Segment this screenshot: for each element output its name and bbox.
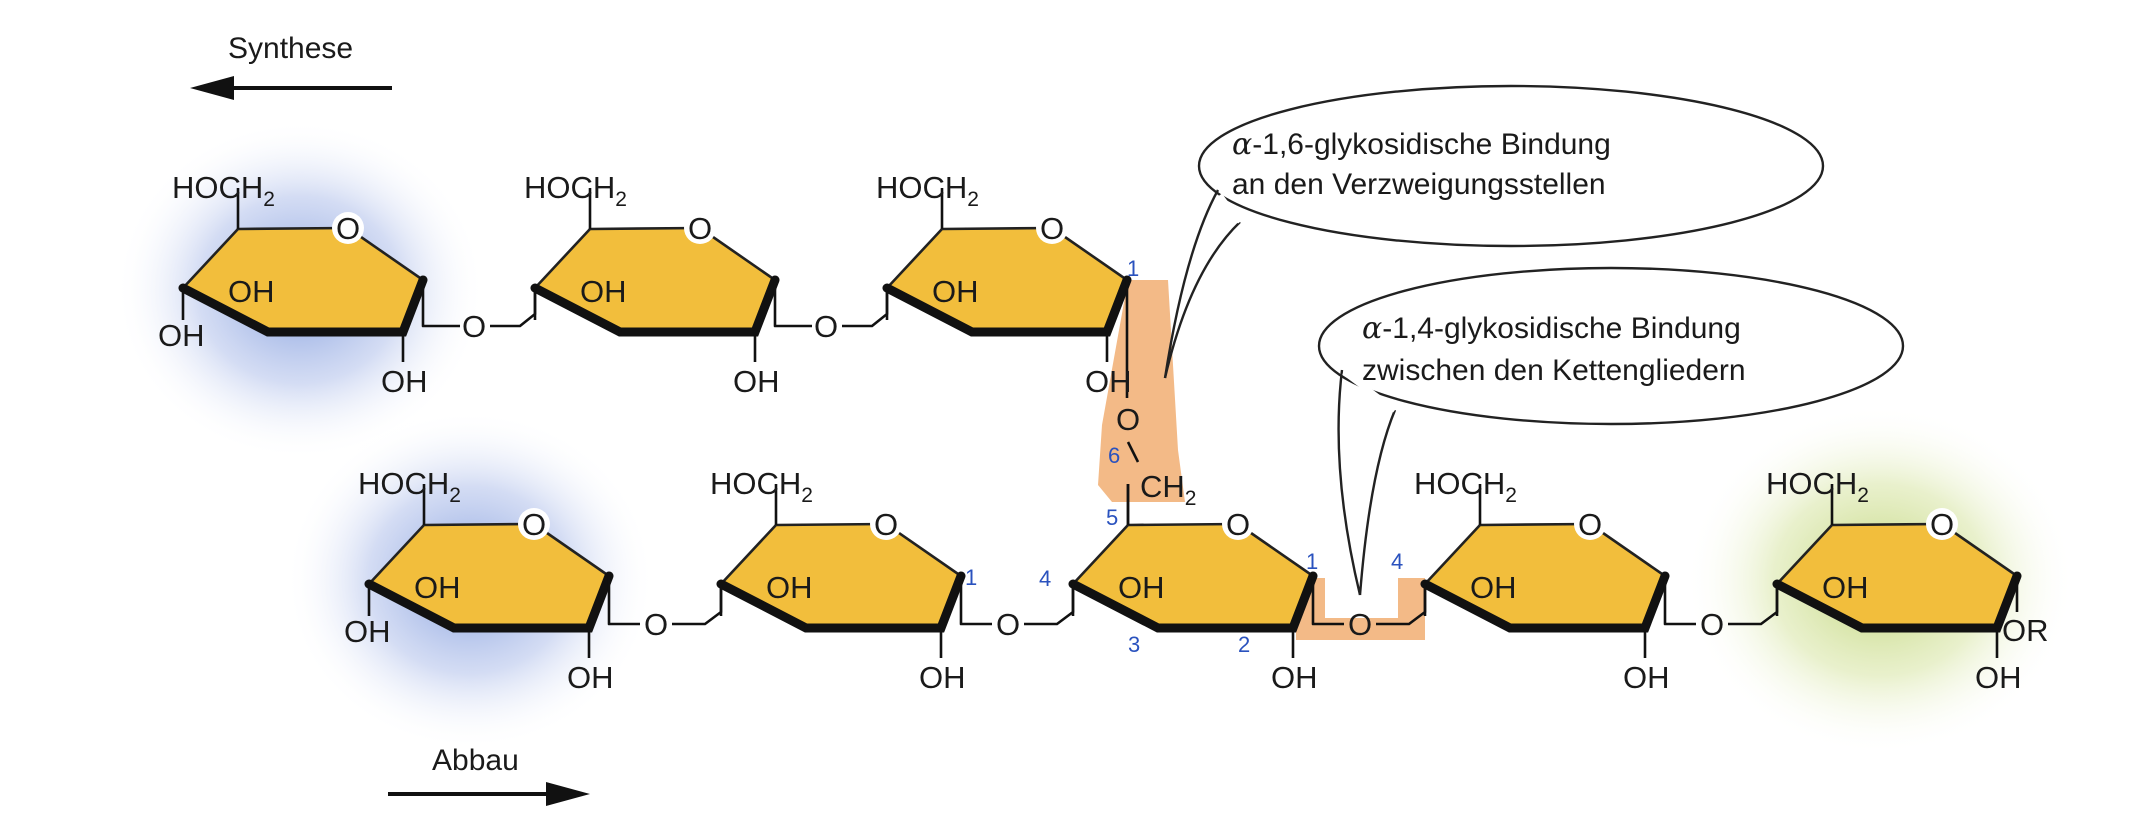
hoch2-label: HOCH2 (172, 170, 275, 211)
or-label: OR (2002, 613, 2049, 648)
ring-oxygen: O (1578, 507, 1602, 542)
linkage-top-1-2b (490, 288, 537, 328)
ch2-label: CH2 (1140, 469, 1196, 510)
ring-oxygen: O (1226, 507, 1250, 542)
ring-oxygen: O (522, 507, 546, 542)
callout-alpha-1-4-line2: zwischen den Kettengliedern (1362, 354, 1746, 387)
callout-alpha-1-6-line2: an den Verzweigungsstellen (1232, 168, 1606, 201)
position-1-bottom: 1 (1306, 549, 1318, 574)
oh-label: OH (158, 318, 205, 353)
glucose-unit-top-2 (535, 188, 775, 362)
oh-label: OH (733, 364, 780, 399)
position-4-chain: 4 (1391, 549, 1403, 574)
ring-oxygen: O (336, 211, 360, 246)
hoch2-label: HOCH2 (1766, 466, 1869, 507)
alpha-1-6-bond-highlight (1098, 280, 1185, 502)
synthesis-label: Synthese (228, 32, 353, 65)
ring-oxygen-labels: O O O O O O O O (336, 211, 1954, 542)
oh-label: OH (1271, 660, 1318, 695)
oh-label: OH (1470, 570, 1517, 605)
hoch2-label: HOCH2 (710, 466, 813, 507)
synthesis-arrow: Synthese (190, 32, 392, 100)
oh-label: OH (1623, 660, 1670, 695)
hoch2-label: HOCH2 (876, 170, 979, 211)
oh-label: OH (1118, 570, 1165, 605)
linkage-bottom-4-5b (1728, 584, 1779, 626)
oxygen-bottom-1: O (644, 607, 668, 642)
linkage-bottom-2-3b (1024, 584, 1075, 626)
linkage-bottom-3-4b (1376, 584, 1427, 626)
position-4: 4 (1039, 566, 1051, 591)
linkage-bottom-1-2 (607, 576, 640, 626)
hoch2-label: HOCH2 (524, 170, 627, 211)
hoch2-labels: HOCH2 HOCH2 HOCH2 HOCH2 HOCH2 HOCH2 HOCH… (172, 170, 1869, 510)
position-3: 3 (1128, 632, 1140, 657)
oh-label: OH (381, 364, 428, 399)
glucose-unit-top-3 (887, 188, 1127, 362)
oxygen-bottom-4: O (1700, 607, 1724, 642)
glucose-unit-bottom-2 (721, 484, 961, 658)
callout-alpha-1-4: α-1,4-glykosidische Bindung zwischen den… (1317, 266, 1905, 596)
ring-oh-labels: OH OH OH OH OH OH OH OH (228, 274, 1869, 605)
position-5: 5 (1106, 505, 1118, 530)
position-numbers: 1 6 5 4 3 2 1 1 4 (965, 256, 1403, 657)
oxygen-branch: O (1116, 402, 1140, 437)
hoch2-label: HOCH2 (358, 466, 461, 507)
ring-oxygen: O (688, 211, 712, 246)
position-1-chain: 1 (965, 565, 977, 590)
linkage-bottom-2-3 (959, 576, 992, 626)
callout-alpha-1-4-line1: α-1,4-glykosidische Bindung (1362, 311, 1741, 346)
linkage-bottom-3-4 (1311, 576, 1344, 626)
oh-label: OH (228, 274, 275, 309)
glucose-unit-bottom-4 (1425, 484, 1665, 658)
position-6: 6 (1108, 443, 1120, 468)
oxygen-bottom-3: O (1348, 607, 1372, 642)
linkage-bottom-4-5 (1663, 576, 1696, 626)
ring-oxygen: O (1040, 211, 1064, 246)
oh-label: OH (766, 570, 813, 605)
position-1-top: 1 (1127, 256, 1139, 281)
oxygen-bottom-2: O (996, 607, 1020, 642)
hoch2-label: HOCH2 (1414, 466, 1517, 507)
oh-label: OH (344, 614, 391, 649)
oh-label: OH (580, 274, 627, 309)
c2-oh-labels: OH OH OH OH OH OH OH OH (381, 364, 2022, 695)
oh-label: OH (1822, 570, 1869, 605)
oh-label: OH (1085, 364, 1132, 399)
c4-oh-labels: OH OH (158, 318, 391, 649)
ring-oxygen: O (874, 507, 898, 542)
oxygen-top-1: O (462, 309, 486, 344)
ring-oxygen: O (1930, 507, 1954, 542)
linkage-o-labels: O O O O O O O (462, 309, 1724, 642)
linkage-bottom-1-2b (672, 584, 723, 626)
oh-label: OH (919, 660, 966, 695)
degradation-arrow: Abbau (388, 744, 590, 806)
linkage-top-2-3 (773, 280, 812, 328)
oxygen-top-2: O (814, 309, 838, 344)
oh-label: OH (932, 274, 979, 309)
branch-bond-lower (1126, 441, 1140, 463)
callout-alpha-1-6-line1: α-1,6-glykosidische Bindung (1232, 127, 1611, 162)
oh-label: OH (567, 660, 614, 695)
linkage-top-2-3b (842, 288, 889, 328)
callout-alpha-1-6: α-1,6-glykosidische Bindung an den Verzw… (1163, 84, 1825, 379)
oh-label: OH (1975, 660, 2022, 695)
linkage-top-1-2 (421, 280, 460, 328)
degradation-label: Abbau (432, 744, 519, 777)
position-2: 2 (1238, 632, 1250, 657)
oh-label: OH (414, 570, 461, 605)
